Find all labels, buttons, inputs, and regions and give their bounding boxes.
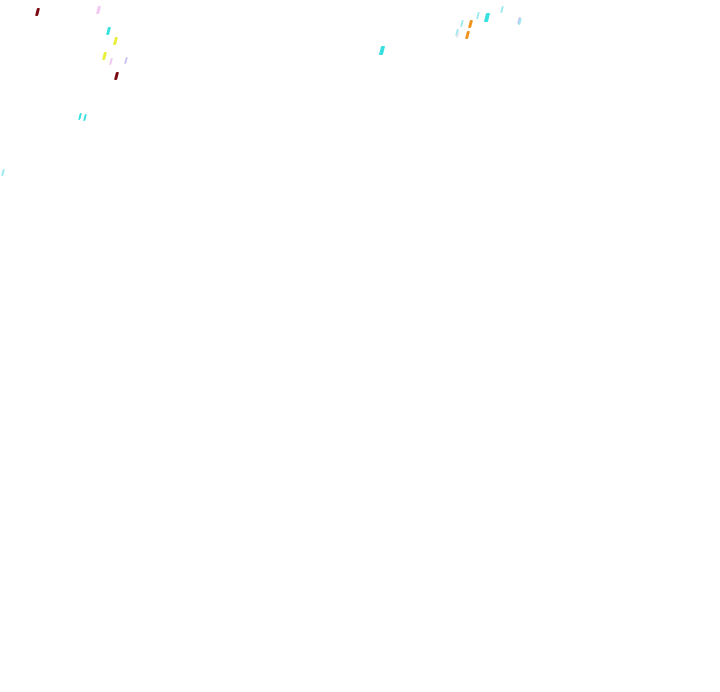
color-streak — [483, 13, 491, 22]
color-streak — [124, 57, 128, 64]
color-streak — [476, 12, 480, 19]
color-streak — [465, 31, 470, 39]
color-streak — [109, 58, 113, 65]
color-streak — [78, 113, 82, 120]
color-streak — [96, 6, 101, 14]
color-streak — [106, 27, 111, 35]
color-streak — [83, 114, 87, 121]
color-streak — [102, 52, 107, 60]
color-streak — [113, 37, 118, 45]
color-streak — [460, 20, 464, 27]
color-streak — [35, 8, 40, 16]
color-streak — [378, 46, 386, 55]
color-streak — [114, 72, 119, 80]
color-streak — [1, 169, 5, 176]
color-streak — [500, 6, 504, 13]
color-streak — [468, 20, 473, 28]
color-streak — [456, 31, 460, 38]
color-streak — [518, 18, 522, 25]
